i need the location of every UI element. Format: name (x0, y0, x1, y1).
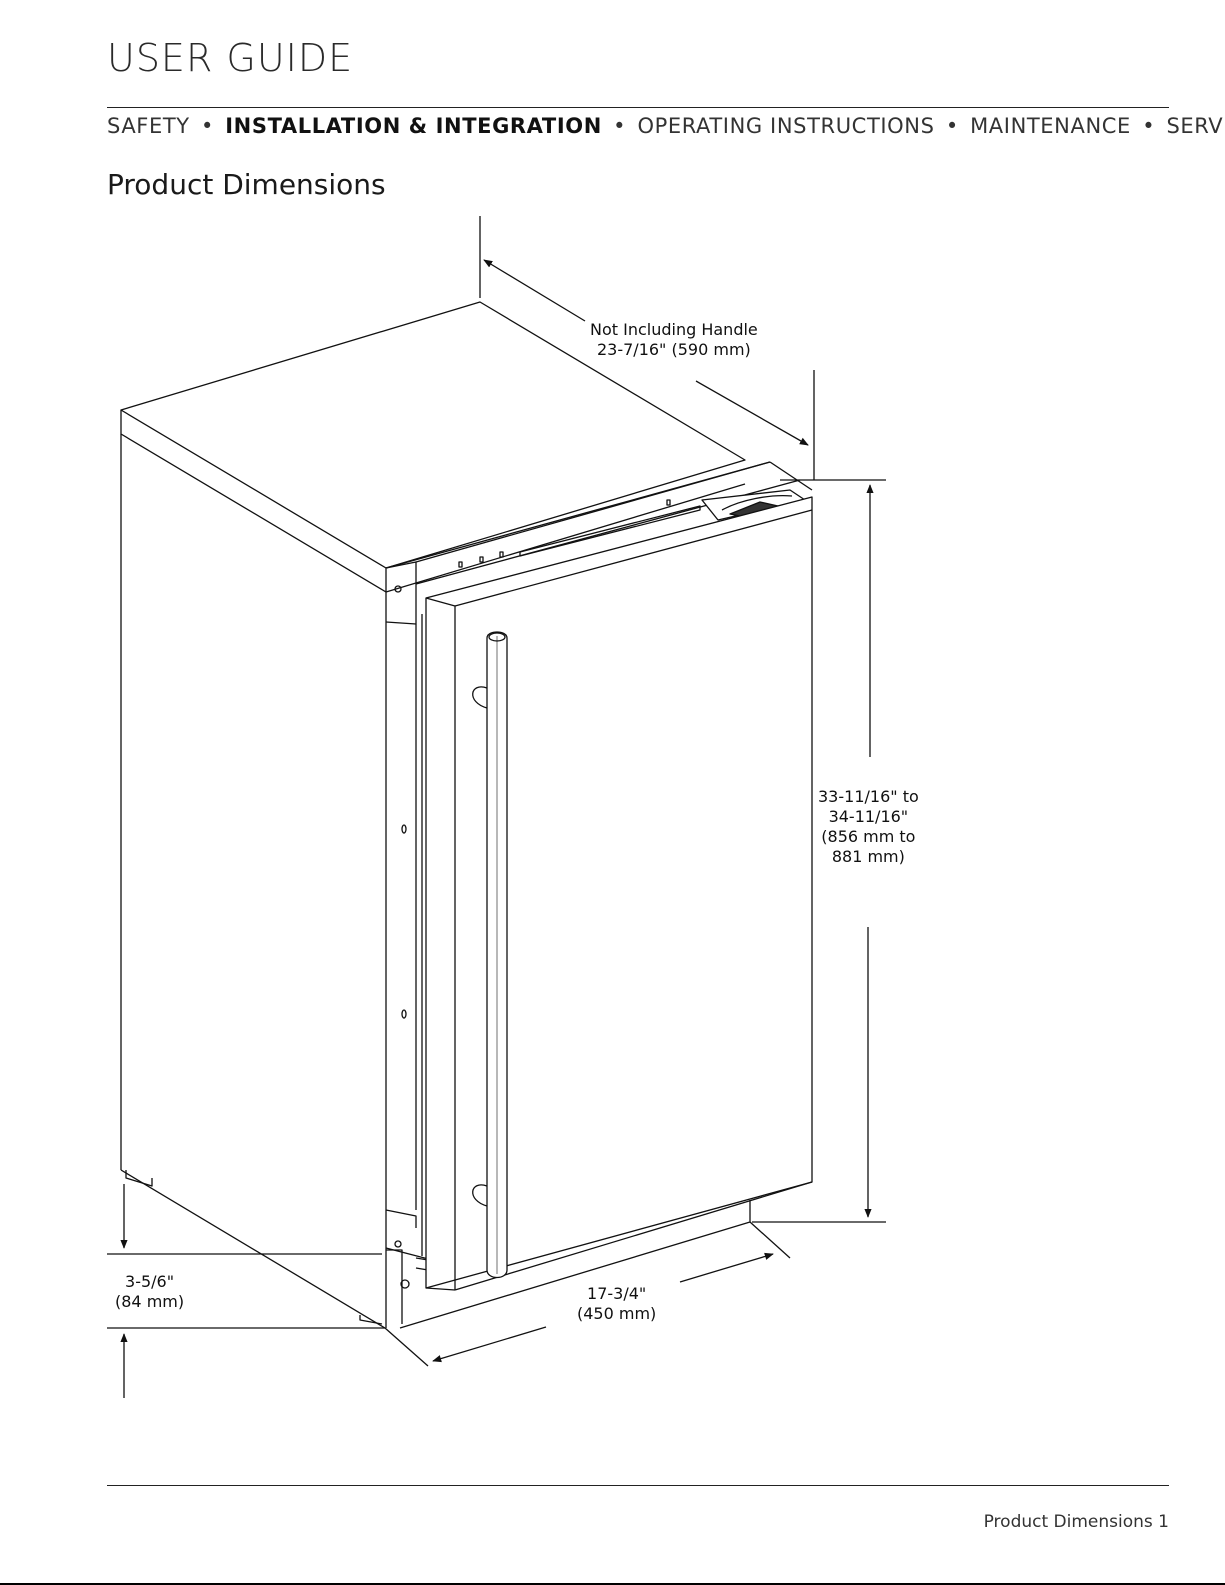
height-line-3: (856 mm to (818, 827, 919, 847)
width-line-2: (450 mm) (577, 1304, 656, 1324)
width-dimension-label: 17-3/4" (450 mm) (577, 1284, 656, 1324)
footer-divider (107, 1485, 1169, 1486)
toe-kick-dimension-label: 3-5/6" (84 mm) (115, 1272, 184, 1312)
door (400, 497, 812, 1328)
depth-value: 23-7/16" (590 mm) (590, 340, 758, 360)
width-line-1: 17-3/4" (577, 1284, 656, 1304)
depth-note: Not Including Handle (590, 320, 758, 340)
height-line-4: 881 mm) (818, 847, 919, 867)
toe-kick-line-1: 3-5/6" (115, 1272, 184, 1292)
toe-kick-line-2: (84 mm) (115, 1292, 184, 1312)
height-line-2: 34-11/16" (818, 807, 919, 827)
depth-dimension-label: Not Including Handle 23-7/16" (590 mm) (590, 320, 758, 360)
footer-page-label: Product Dimensions 1 (984, 1512, 1169, 1532)
height-line-1: 33-11/16" to (818, 787, 919, 807)
height-dimension-label: 33-11/16" to 34-11/16" (856 mm to 881 mm… (818, 787, 919, 867)
